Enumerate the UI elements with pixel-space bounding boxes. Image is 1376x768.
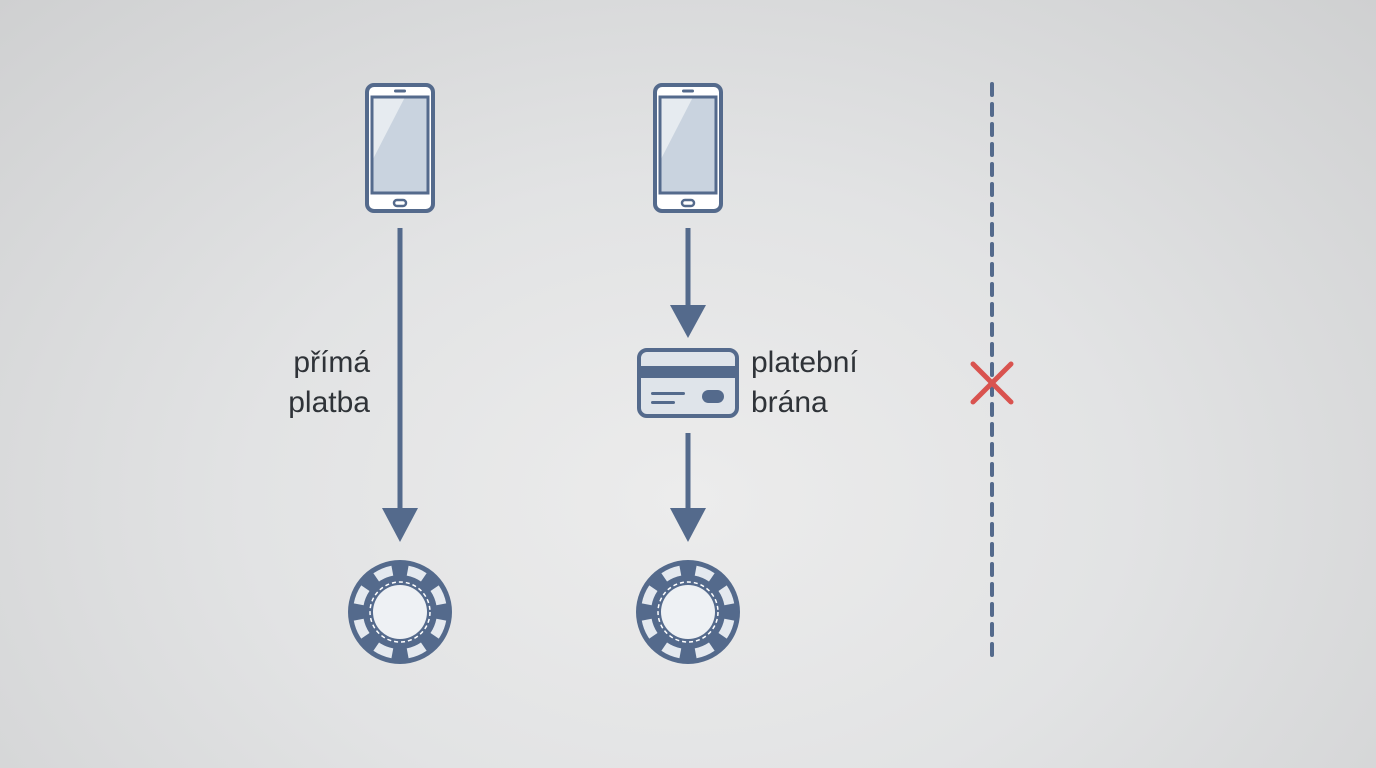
payment-gateway-label-line2: brána xyxy=(751,386,828,419)
direct-payment-label-line1: přímá xyxy=(293,346,370,379)
smartphone-icon xyxy=(653,83,723,213)
payment-gateway-label: platební brána xyxy=(751,343,858,423)
payment-gateway-label-line1: platební xyxy=(751,346,858,379)
casino-chip-icon xyxy=(347,559,453,665)
red-cross-icon xyxy=(970,361,1014,405)
casino-chip-icon xyxy=(635,559,741,665)
direct-payment-label-line2: platba xyxy=(288,386,370,419)
arrowhead-to-gateway xyxy=(670,305,706,338)
smartphone-icon xyxy=(365,83,435,213)
credit-card-icon xyxy=(637,348,739,418)
direct-payment-label: přímá platba xyxy=(278,343,370,423)
arrowhead-from-gateway xyxy=(670,508,706,542)
arrowhead-direct xyxy=(382,508,418,542)
